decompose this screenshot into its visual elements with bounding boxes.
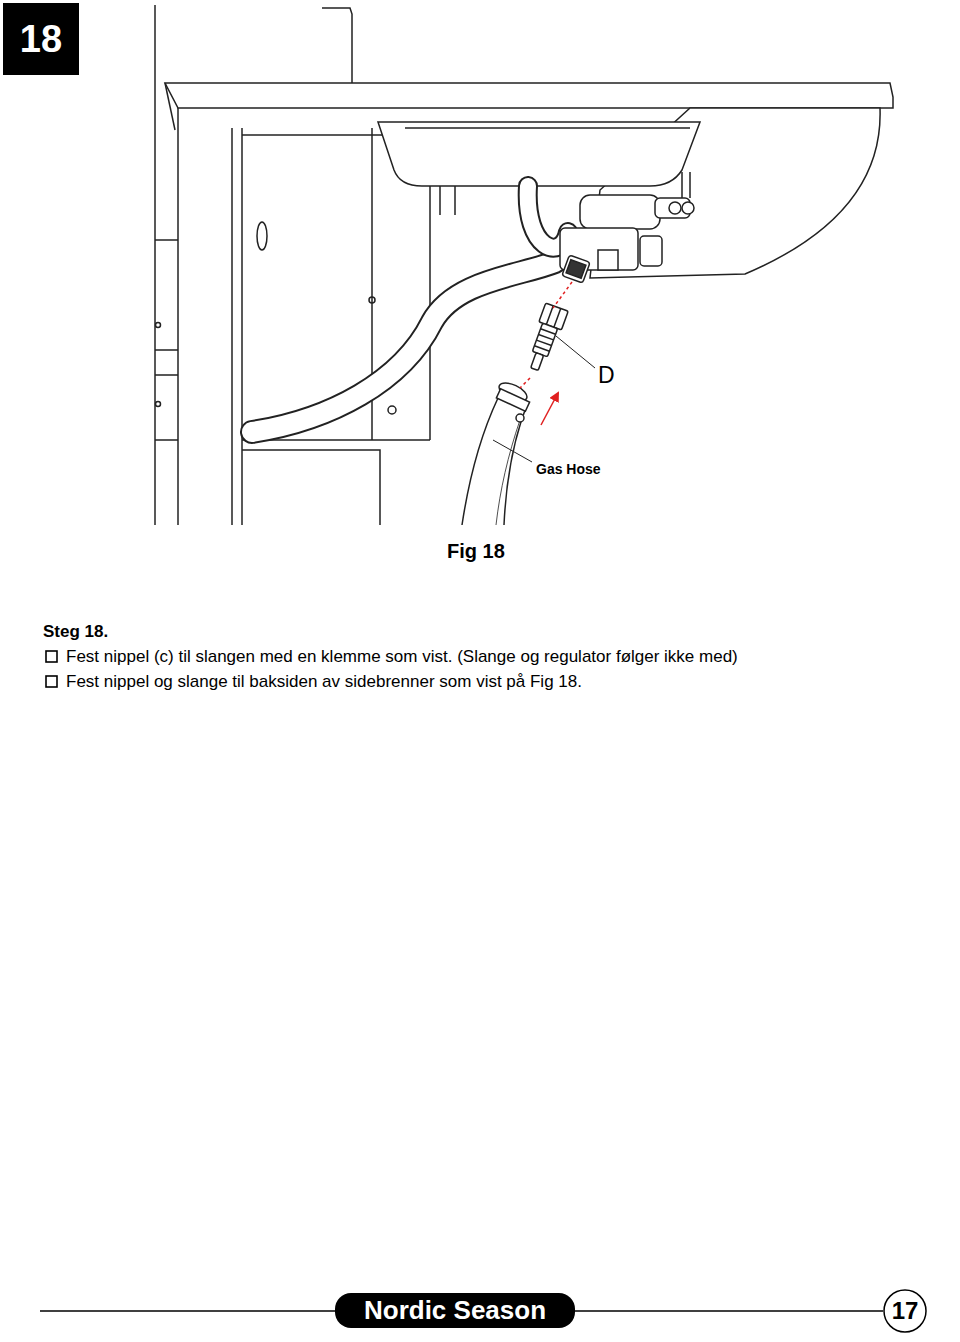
step-badge-text: 18	[20, 18, 62, 61]
brand-logo-text: Nordic Season	[364, 1295, 546, 1326]
valve-assembly	[580, 195, 660, 229]
assembly-guide	[553, 282, 572, 308]
circle-outline	[884, 1290, 926, 1332]
grill-frame	[165, 83, 893, 108]
grill-frame	[369, 297, 375, 303]
leader-line	[556, 336, 595, 368]
grill-frame	[388, 406, 396, 414]
nipple-part	[523, 303, 568, 373]
nipple-part	[534, 329, 555, 351]
grill-frame	[242, 450, 380, 525]
side-burner-housing	[378, 122, 700, 186]
valve-assembly	[598, 250, 618, 270]
gas-hose-drawing	[462, 398, 498, 525]
part-name: Gas Hose	[536, 461, 601, 478]
nipple-part	[531, 353, 544, 371]
side-burner-housing	[405, 127, 690, 129]
instruction-text: Fest nippel og slange til baksiden av si…	[66, 672, 582, 692]
valve-assembly	[528, 172, 694, 283]
grill-frame	[165, 83, 175, 130]
grill-frame	[177, 108, 179, 525]
existing-hose	[252, 262, 555, 432]
valve-assembly	[682, 172, 690, 198]
leader-line	[493, 336, 595, 462]
existing-hose	[252, 262, 555, 432]
grill-frame	[155, 350, 178, 440]
instruction-text: Fest nippel (c) til slangen med en klemm…	[66, 647, 738, 667]
checkbox-symbol	[46, 651, 57, 662]
gas-hose-drawing	[516, 414, 524, 422]
assembly-guide	[520, 378, 530, 388]
grill-frame	[154, 5, 156, 525]
valve-assembly	[669, 202, 681, 214]
grill-frame	[241, 128, 243, 525]
grill-frame	[257, 222, 267, 250]
side-burner-housing	[440, 186, 455, 215]
grill-frame	[156, 323, 161, 328]
page-number: 17	[883, 1289, 927, 1333]
checkbox-symbol	[46, 676, 57, 687]
valve-assembly	[682, 202, 694, 214]
figure-caption: Fig 18	[447, 539, 505, 563]
grill-frame	[322, 8, 352, 85]
brand-logo: Nordic Season	[335, 1293, 575, 1328]
grill-frame	[231, 128, 233, 525]
existing-hose	[252, 262, 555, 432]
grill-frame	[156, 402, 161, 407]
valve-assembly	[562, 255, 590, 283]
checkbox-symbol	[46, 651, 57, 687]
gas-hose-drawing	[496, 420, 520, 525]
nipple-part	[532, 323, 557, 357]
valve-assembly	[640, 236, 662, 266]
nipple-part	[546, 306, 560, 328]
assembly-guide	[520, 282, 572, 425]
side-burner-housing	[378, 108, 880, 278]
page-number-text: 17	[892, 1297, 919, 1325]
assembly-guide	[541, 393, 558, 425]
valve-assembly	[566, 260, 586, 279]
grill-frame	[155, 5, 893, 525]
grill-frame	[155, 239, 178, 241]
part-letter: D	[598, 362, 615, 390]
gas-hose-drawing	[496, 389, 529, 412]
step-badge: 18	[3, 3, 79, 75]
gas-hose-drawing	[504, 402, 528, 525]
step-heading: Steg 18.	[43, 622, 108, 642]
leader-line	[493, 440, 532, 462]
gas-hose-drawing	[462, 379, 530, 525]
